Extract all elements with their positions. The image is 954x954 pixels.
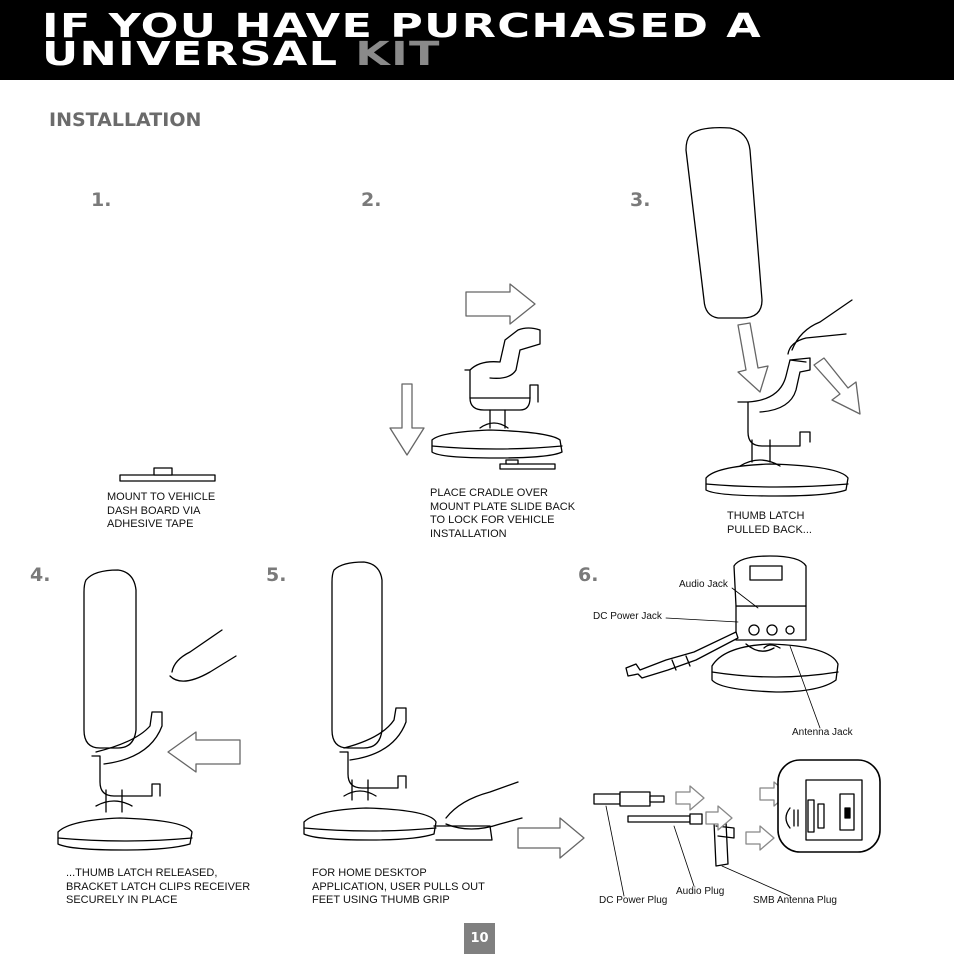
smb-antenna-plug-label: SMB Antenna Plug (753, 895, 837, 906)
step-5-caption: FOR HOME DESKTOP APPLICATION, USER PULLS… (312, 867, 485, 906)
step-2-number: 2. (361, 189, 382, 211)
heading-line-2: UNIVERSAL KIT (42, 37, 762, 70)
step-3-number: 3. (630, 189, 651, 211)
step-5-number: 5. (266, 564, 287, 586)
dc-power-plug-label: DC Power Plug (599, 895, 668, 906)
step-1-number: 1. (91, 189, 112, 211)
step-4-number: 4. (30, 564, 51, 586)
step-4-caption: ...THUMB LATCH RELEASED, BRACKET LATCH C… (66, 867, 251, 906)
step-1-caption: MOUNT TO VEHICLE DASH BOARD VIA ADHESIVE… (107, 491, 216, 530)
step-3-caption: THUMB LATCH PULLED BACK... (727, 510, 812, 536)
antenna-jack-label: Antenna Jack (792, 727, 853, 738)
step-2-caption: PLACE CRADLE OVER MOUNT PLATE SLIDE BACK… (430, 487, 576, 540)
plugs-illustration (593, 759, 881, 867)
heading-line-2-accent: KIT (355, 34, 441, 73)
cradle-placement-illustration (389, 283, 563, 470)
header-banner: IF YOU HAVE PURCHASED A UNIVERSAL KIT (0, 0, 954, 80)
heading-line-1: IF YOU HAVE PURCHASED A (42, 6, 763, 45)
page-number: 10 (464, 923, 495, 954)
step-6-number: 6. (578, 564, 599, 586)
heading-line-2-main: UNIVERSAL (42, 34, 356, 73)
mount-plate-illustration (119, 467, 216, 482)
leader-lines (605, 587, 821, 897)
section-title: INSTALLATION (49, 109, 202, 131)
audio-jack-label: Audio Jack (679, 579, 728, 590)
latch-released-illustration (57, 569, 241, 851)
thumb-latch-pull-illustration (685, 127, 861, 497)
desktop-feet-illustration (303, 561, 585, 859)
page-heading: IF YOU HAVE PURCHASED A UNIVERSAL KIT (42, 6, 763, 70)
connector-dock-illustration (625, 555, 839, 693)
dc-power-jack-label: DC Power Jack (593, 611, 662, 622)
audio-plug-label: Audio Plug (676, 886, 725, 897)
